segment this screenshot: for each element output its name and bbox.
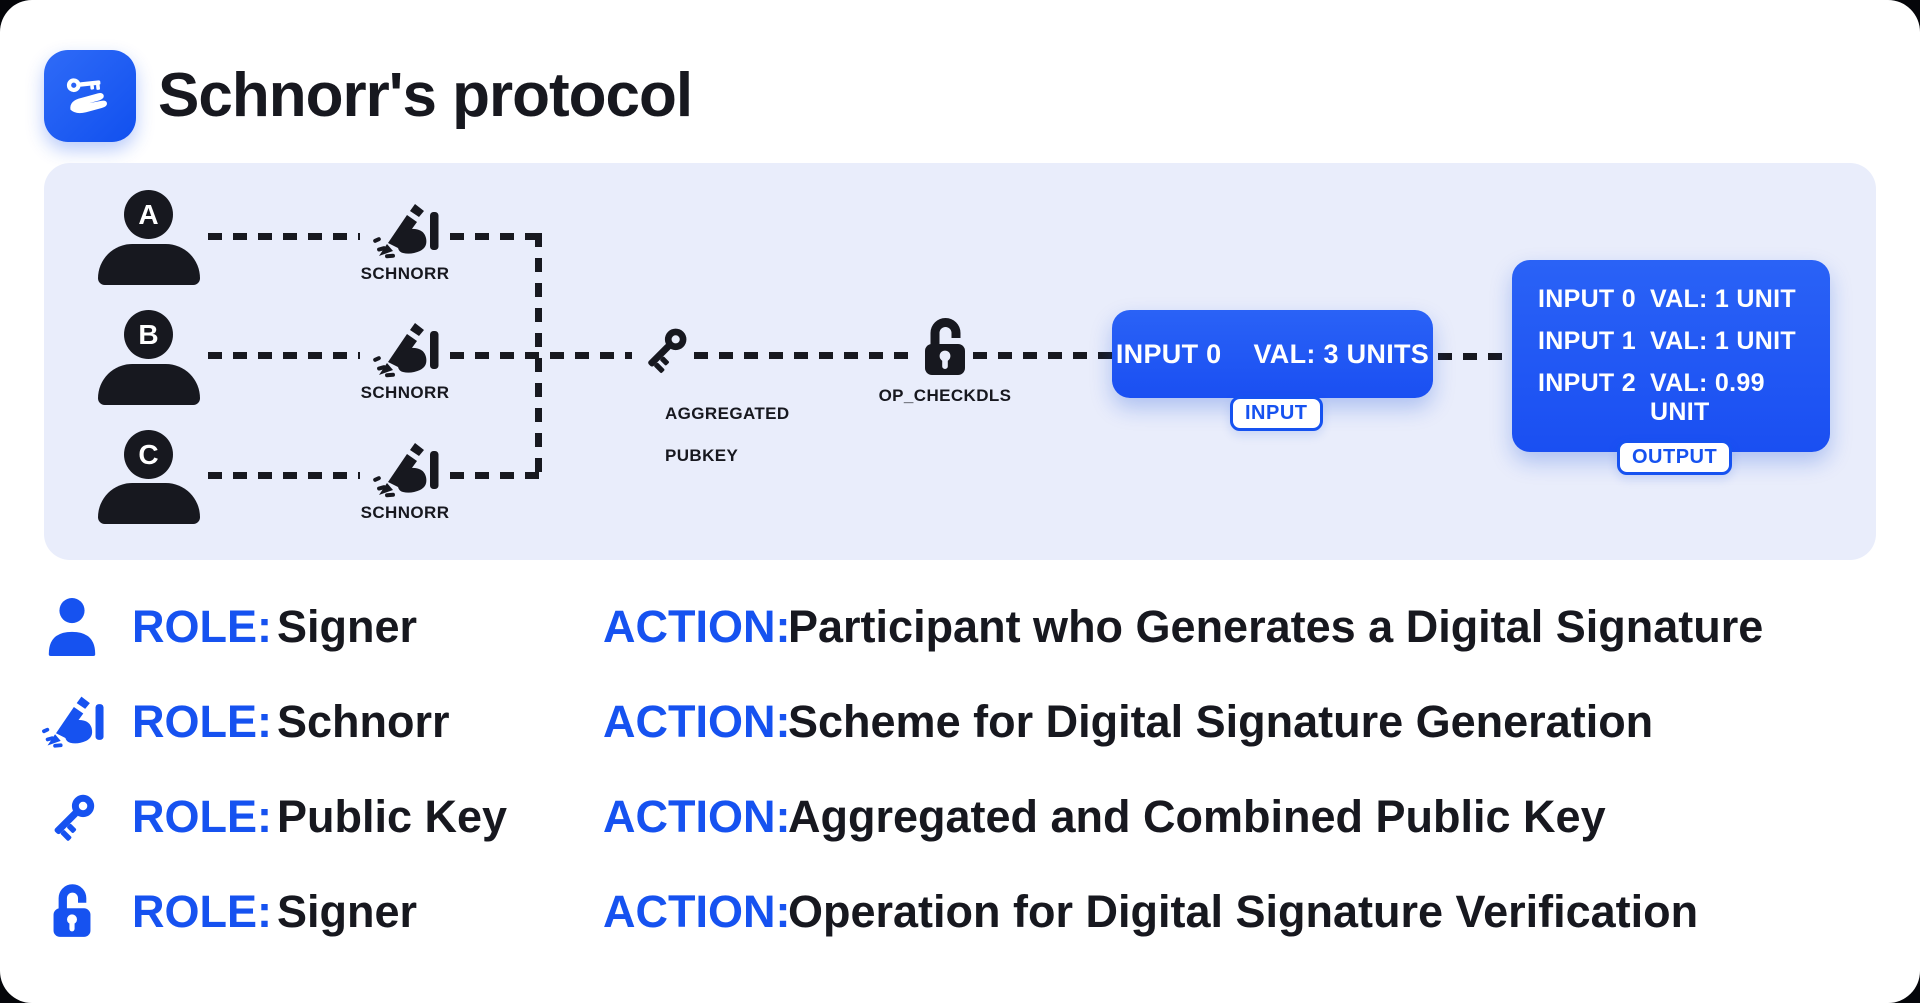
input-box-value: VAL: 3 UNITS	[1253, 338, 1430, 369]
action-label: ACTION:	[603, 601, 791, 652]
action-value: Participant who Generates a Digital Sign…	[788, 601, 1764, 652]
output-row-value: VAL: 1 UNIT	[1650, 327, 1796, 355]
role-value: Signer	[277, 886, 418, 937]
input-badge: INPUT	[1230, 396, 1323, 431]
connector-c2	[450, 472, 542, 479]
connector-b1	[208, 352, 360, 359]
connector-lock-input	[973, 352, 1112, 359]
lock-open-icon	[919, 316, 971, 380]
connector-vertical	[535, 233, 542, 479]
connector-input-output	[1438, 353, 1508, 360]
output-row: INPUT 2 VAL: 0.99 UNIT	[1538, 369, 1830, 427]
role-label: ROLE:	[132, 886, 272, 937]
signer-c-avatar: C	[124, 430, 173, 479]
role-label: ROLE:	[132, 601, 272, 652]
connector-key-lock	[694, 352, 918, 359]
role-value: Signer	[277, 601, 418, 652]
signer-b-avatar: B	[124, 310, 173, 359]
signer-a-avatar: A	[124, 190, 173, 239]
output-row: INPUT 0 VAL: 1 UNIT	[1538, 285, 1830, 314]
output-row: INPUT 1 VAL: 1 UNIT	[1538, 327, 1830, 356]
app-logo	[44, 50, 136, 142]
action-value: Aggregated and Combined Public Key	[788, 791, 1606, 842]
output-row-id: INPUT 0	[1538, 285, 1636, 313]
aggregated-line2: PUBKEY	[665, 446, 739, 465]
signer-b-body	[98, 364, 200, 405]
schnorr-label-c: SCHNORR	[360, 503, 450, 522]
person-icon	[40, 595, 104, 659]
role-label: ROLE:	[132, 791, 272, 842]
output-row-value: VAL: 0.99 UNIT	[1650, 369, 1765, 426]
input-box: INPUT 0 VAL: 3 UNITS	[1112, 310, 1433, 398]
aggregated-pubkey-label: AGGREGATED PUBKEY	[575, 382, 789, 466]
output-badge: OUTPUT	[1617, 440, 1733, 475]
output-row-id: INPUT 1	[1538, 327, 1636, 355]
connector-c1	[208, 472, 360, 479]
signature-icon	[366, 440, 444, 500]
role-value: Schnorr	[277, 696, 450, 747]
action-label: ACTION:	[603, 791, 791, 842]
output-row-value: VAL: 1 UNIT	[1650, 285, 1796, 313]
aggregated-line1: AGGREGATED	[665, 404, 790, 423]
schnorr-label-a: SCHNORR	[360, 264, 450, 283]
signature-icon	[366, 201, 444, 261]
page-title: Schnorr's protocol	[158, 61, 693, 130]
lock-open-icon	[40, 880, 104, 944]
signature-icon	[366, 320, 444, 380]
signer-c-body	[98, 483, 200, 524]
key-icon	[40, 785, 104, 849]
protocol-diagram: A B C SCHNORR	[44, 163, 1876, 560]
output-row-id: INPUT 2	[1538, 369, 1636, 397]
action-value: Scheme for Digital Signature Generation	[788, 696, 1654, 747]
signature-icon	[40, 690, 104, 754]
key-icon	[637, 322, 693, 378]
key-in-hand-icon	[60, 64, 120, 129]
connector-a2	[450, 233, 542, 240]
connector-a1	[208, 233, 360, 240]
op-checkdls-label: OP_CHECKDLS	[878, 386, 1012, 405]
input-box-id: INPUT 0	[1115, 338, 1222, 369]
action-label: ACTION:	[603, 886, 791, 937]
schnorr-label-b: SCHNORR	[360, 383, 450, 402]
action-label: ACTION:	[603, 696, 791, 747]
signer-a-body	[98, 244, 200, 285]
role-value: Public Key	[277, 791, 508, 842]
action-value: Operation for Digital Signature Verifica…	[788, 886, 1699, 937]
output-box: INPUT 0 VAL: 1 UNIT INPUT 1 VAL: 1 UNIT …	[1512, 260, 1830, 452]
role-label: ROLE:	[132, 696, 272, 747]
